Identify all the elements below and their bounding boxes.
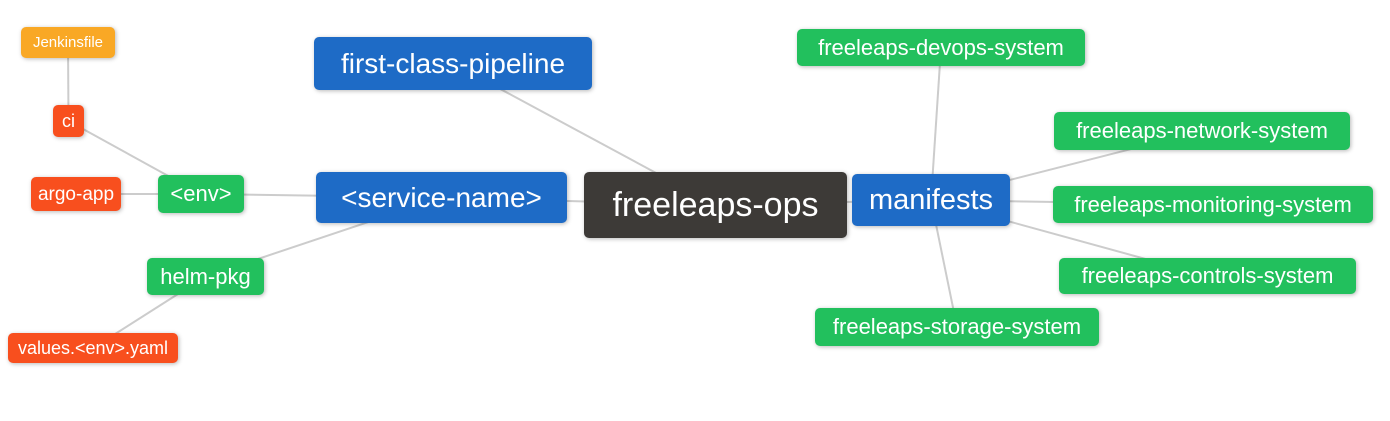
node-storage-system[interactable]: freeleaps-storage-system <box>815 308 1099 346</box>
node-jenkinsfile[interactable]: Jenkinsfile <box>21 27 115 58</box>
node-network-system[interactable]: freeleaps-network-system <box>1054 112 1350 150</box>
node-monitoring-system[interactable]: freeleaps-monitoring-system <box>1053 186 1373 223</box>
node-service-name[interactable]: <service-name> <box>316 172 567 223</box>
node-argo-app[interactable]: argo-app <box>31 177 121 211</box>
node-manifests[interactable]: manifests <box>852 174 1010 226</box>
node-freeleaps-ops[interactable]: freeleaps-ops <box>584 172 847 238</box>
node-controls-system[interactable]: freeleaps-controls-system <box>1059 258 1356 294</box>
node-devops-system[interactable]: freeleaps-devops-system <box>797 29 1085 66</box>
node-values-env-yaml[interactable]: values.<env>.yaml <box>8 333 178 363</box>
node-env[interactable]: <env> <box>158 175 244 213</box>
node-first-class-pipeline[interactable]: first-class-pipeline <box>314 37 592 90</box>
node-helm-pkg[interactable]: helm-pkg <box>147 258 264 295</box>
node-ci[interactable]: ci <box>53 105 84 137</box>
